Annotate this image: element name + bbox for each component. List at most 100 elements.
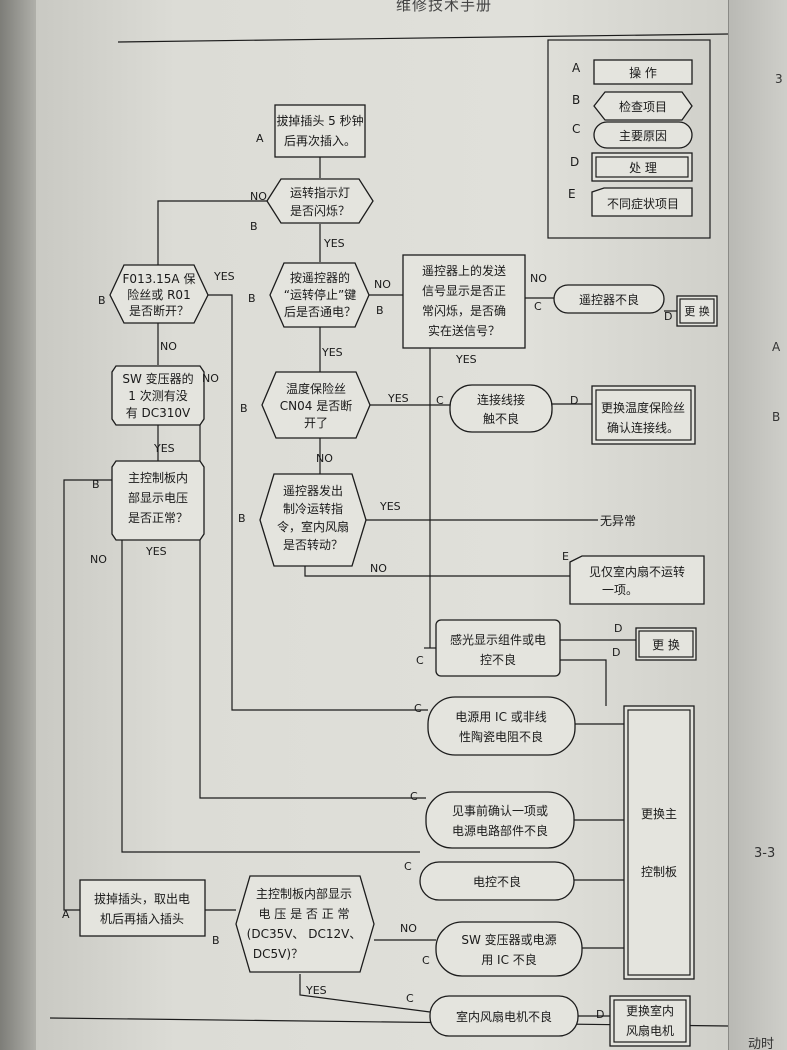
node-n10: 连接线接 触不良 (449, 384, 553, 433)
node-n21: 电控不良 (419, 861, 575, 901)
type-letter: B (376, 304, 384, 317)
node-text: 后是否通电？ (284, 305, 356, 319)
branch-yes: YES (387, 392, 409, 405)
legend-label: 不同症状项目 (607, 196, 679, 211)
right-page-label: B (772, 410, 781, 424)
type-letter: B (248, 292, 256, 305)
node-text: 更换主 (641, 807, 677, 821)
node-n19: 见事前确认一项或 电源电路部件不良 (425, 791, 575, 849)
type-letters: A B B B B C D B C D B B E D D C C C C A … (62, 132, 672, 1021)
node-n1: 拔掉插头 5 秒钟 后再次插入。 (274, 104, 366, 158)
type-letter: D (596, 1008, 604, 1021)
branch-no: NO (90, 553, 107, 566)
node-text: 实在送信号？ (428, 323, 500, 338)
node-text: 更 换 (652, 638, 680, 652)
node-text: (DC35V、 DC12V、 (247, 927, 362, 941)
node-text: 是否断开？ (129, 303, 189, 318)
node-text: 见事前确认一项或 (452, 803, 548, 818)
node-n6: 遥控器不良 (553, 284, 665, 314)
legend-letter: D (570, 155, 579, 169)
node-n13: 遥控器发出 制冷运转指 令，室内风扇 是否转动？ (259, 473, 367, 567)
legend-label: 操 作 (629, 65, 657, 80)
node-text: SW 变压器或电源 (461, 932, 556, 947)
node-text: 更 换 (684, 304, 710, 318)
node-n17: 更 换 (635, 627, 697, 661)
node-n14: 无异常 (600, 514, 636, 528)
node-text: 温度保险丝 (286, 381, 346, 396)
node-text: 后再次插入。 (284, 134, 356, 148)
node-text: 是否转动？ (283, 537, 343, 552)
legend-letter: A (572, 61, 581, 75)
legend-shape-tab (591, 187, 693, 217)
node-text: DC5V)？ (253, 947, 303, 961)
node-text: 主控制板内 (128, 471, 188, 485)
branch-no: NO (160, 340, 177, 353)
node-text: SW 变压器的 (122, 371, 193, 386)
node-n8: SW 变压器的 1 次测有没 有 DC310V (111, 365, 205, 426)
type-letter: A (256, 132, 264, 145)
node-text: 主控制板内部显示 (256, 886, 352, 901)
node-text: 见仅室内扇不运转 (589, 564, 685, 579)
node-text: 室内风扇电机不良 (456, 1009, 552, 1024)
branch-yes: YES (321, 346, 343, 359)
node-n26: 更换室内 风扇电机 (609, 995, 691, 1047)
node-n5: 遥控器上的发送 信号显示是否正 常闪烁，是否确 实在送信号？ (402, 254, 526, 349)
node-text: 遥控器发出 (283, 483, 343, 498)
node-text: 令，室内风扇 (277, 519, 349, 534)
node-text: 机后再插入插头 (100, 912, 184, 926)
branch-yes: YES (379, 500, 401, 513)
node-text: 电源电路部件不良 (452, 823, 548, 838)
right-page-label: 3-3 (754, 846, 776, 861)
type-letter: B (250, 220, 258, 233)
type-letter: B (92, 478, 100, 491)
node-text: 用 IC 不良 (481, 952, 537, 967)
node-text: 风扇电机 (626, 1023, 674, 1038)
branch-no: NO (400, 922, 417, 935)
node-text: “运转停止”键 (284, 287, 356, 302)
type-letter: D (614, 622, 622, 635)
branch-yes: YES (305, 984, 327, 997)
type-letter: C (410, 790, 418, 803)
node-text: 连接线接 (477, 392, 525, 407)
node-n4: 按遥控器的 “运转停止”键 后是否通电？ (269, 262, 370, 328)
right-page-label: 3 (775, 72, 783, 86)
legend: A 操 作 B 检查项目 C 主要原因 D 处 理 E 不同症状项目 (547, 39, 711, 239)
node-n7: 更 换 (676, 295, 718, 327)
branch-yes: YES (323, 237, 345, 250)
node-text: 运转指示灯 (290, 185, 350, 200)
right-page-label: A (772, 340, 781, 354)
node-text: 更换温度保险丝 (601, 400, 685, 415)
node-text: 电控不良 (473, 874, 521, 889)
legend-shape-rectangle (593, 59, 693, 85)
node-text: 电 压 是 否 正 常 (258, 907, 349, 921)
legend-label: 主要原因 (619, 129, 667, 143)
type-letter: C (436, 394, 444, 407)
branch-no: NO (374, 278, 391, 291)
node-n25: 室内风扇电机不良 (429, 995, 579, 1037)
branch-yes: YES (455, 353, 477, 366)
node-text: 感光显示组件或电 (450, 632, 546, 647)
branch-yes: YES (213, 270, 235, 283)
node-text: 无异常 (600, 514, 636, 528)
branch-labels: NO YES YES NO NO NO YES YES NO YES YES N… (90, 190, 547, 997)
node-text: 控制板 (641, 865, 677, 879)
legend-shape-double-rectangle (591, 152, 693, 182)
page-header: 维修技术手册 (396, 0, 493, 14)
type-letter: B (240, 402, 248, 415)
type-letter: E (562, 550, 569, 563)
node-n11: 更换温度保险丝 确认连接线。 (591, 385, 696, 445)
node-n16: 感光显示组件或电 控不良 (435, 619, 561, 677)
type-letter: B (212, 934, 220, 947)
legend-shape-hexagon (593, 91, 693, 121)
type-letter: D (570, 394, 578, 407)
type-letter: C (414, 702, 422, 715)
node-text: 1 次测有没 (128, 388, 187, 403)
legend-frame (547, 39, 711, 239)
type-letter: B (238, 512, 246, 525)
node-text: 一项。 (602, 583, 638, 597)
node-n15: 见仅室内扇不运转 一项。 (569, 555, 705, 605)
node-text: 性陶瓷电阻不良 (459, 729, 543, 744)
node-text: 拔掉插头，取出电 (94, 891, 190, 906)
node-text: 控不良 (480, 652, 516, 667)
legend-letter: B (572, 93, 580, 107)
